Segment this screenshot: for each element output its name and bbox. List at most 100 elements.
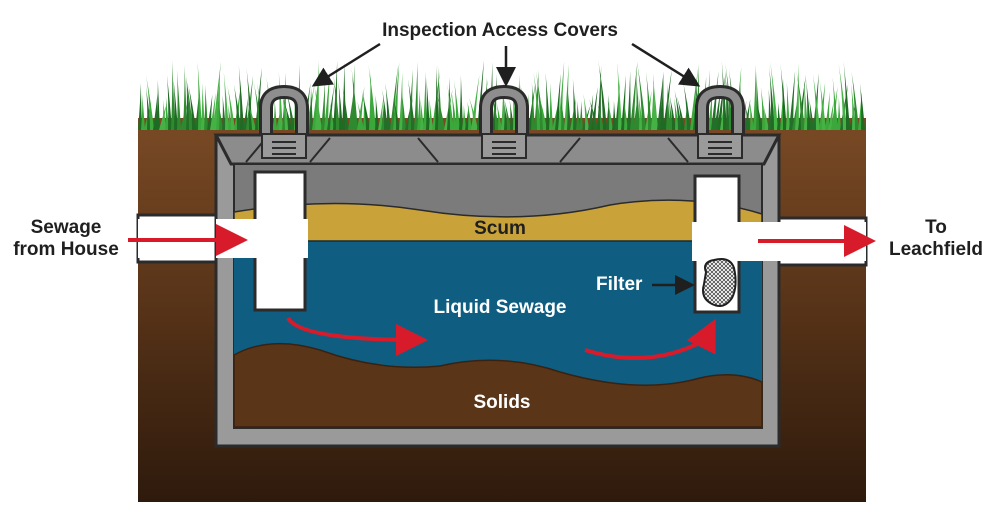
grass-blade [426, 77, 430, 130]
grass-blade [533, 72, 541, 130]
grass-blade [579, 100, 583, 130]
grass-blade [837, 97, 841, 130]
grass-blade [501, 81, 505, 130]
grass-blade [674, 89, 682, 130]
grass-blade [361, 90, 370, 130]
grass-blade [572, 78, 577, 130]
grass-blade [153, 94, 158, 130]
grass-blade [549, 82, 553, 130]
grass-blade [617, 62, 622, 130]
inlet-label-line1: Sewage [30, 217, 102, 238]
grass-blade [819, 79, 826, 130]
grass-blade [606, 94, 610, 130]
grass-blade [414, 61, 418, 130]
grass-blade [390, 65, 399, 130]
grass-blade [708, 89, 713, 130]
grass-blade [278, 71, 283, 130]
grass-blade [417, 89, 421, 130]
grass-blade [401, 92, 406, 130]
outlet-label-line1: To [925, 217, 947, 238]
grass-blade [560, 94, 565, 130]
grass-blade [222, 95, 226, 130]
inlet-label: Sewage from House [4, 217, 128, 261]
grass-blade [469, 97, 478, 130]
grass-blade [598, 60, 607, 130]
grass-blade [393, 62, 400, 130]
grass-blade [166, 74, 172, 130]
grass-blade [227, 85, 235, 130]
grass-blade [558, 61, 565, 130]
grass-blade [838, 63, 847, 131]
outlet-label-line2: Leachfield [889, 239, 983, 260]
grass-blade [812, 73, 820, 130]
grass-blade [637, 62, 646, 130]
outlet-baffle [692, 174, 782, 314]
grass-blade [509, 99, 514, 130]
grass-blade [432, 71, 440, 130]
grass-blade [806, 79, 811, 130]
grass-blade [645, 70, 652, 130]
grass-blade [420, 99, 424, 130]
grass-blade [597, 104, 604, 130]
grass-blade [859, 83, 865, 130]
grass-blade [233, 83, 241, 130]
grass-blade [576, 100, 580, 130]
grass-blade [385, 82, 391, 130]
grass-blade [381, 103, 385, 130]
grass-blade [588, 94, 594, 130]
grass-blade [627, 70, 631, 130]
grass-blade [176, 70, 181, 130]
access-cover-icon [259, 84, 309, 159]
grass-blade [630, 61, 638, 131]
grass-blade [462, 104, 466, 130]
grass-blade [803, 78, 808, 130]
grass-blade [255, 67, 262, 130]
grass-blade [138, 82, 142, 130]
filter-label: Filter [596, 274, 643, 295]
grass-blade [583, 93, 589, 130]
grass-blade [342, 87, 349, 130]
grass-blade [676, 97, 685, 130]
grass-blade [368, 64, 376, 130]
grass-blade [851, 70, 859, 130]
grass-blade [382, 89, 388, 130]
grass-blade [673, 97, 679, 130]
grass-blade [378, 99, 384, 130]
grass-blade [465, 104, 469, 130]
grass-blade [162, 99, 166, 130]
grass-blade [777, 101, 781, 130]
grass-blade [447, 84, 454, 130]
grass-blade [324, 71, 330, 130]
grass-blade [832, 76, 838, 130]
grass-blade [545, 72, 550, 130]
grass-blade [825, 91, 830, 130]
grass-blade [436, 94, 445, 130]
grass-blade [218, 103, 223, 130]
grass-blade [173, 80, 178, 130]
grass-blade [828, 100, 834, 130]
grass-blade [496, 102, 502, 130]
grass-blade [333, 74, 340, 130]
grass-blade [749, 99, 754, 130]
grass-blade [770, 61, 778, 130]
grass-blade [423, 71, 427, 130]
grass-blade [552, 104, 559, 130]
grass-blade [555, 73, 561, 130]
grass-blade [357, 101, 364, 130]
grass-blade [635, 69, 640, 130]
grass-blade [399, 72, 403, 130]
grass-blade [351, 67, 358, 130]
solids-layer [233, 342, 763, 428]
grass-blade [183, 65, 187, 130]
access-cover-icon [695, 84, 745, 159]
grass-blade [393, 101, 400, 130]
filter-icon [702, 258, 737, 307]
grass-blade [768, 88, 772, 130]
grass-blade [504, 98, 511, 130]
grass-blade [281, 88, 289, 130]
grass-blade [769, 65, 775, 130]
grass-blade [666, 83, 670, 130]
grass-blade [309, 86, 313, 130]
grass-blade [843, 61, 850, 130]
